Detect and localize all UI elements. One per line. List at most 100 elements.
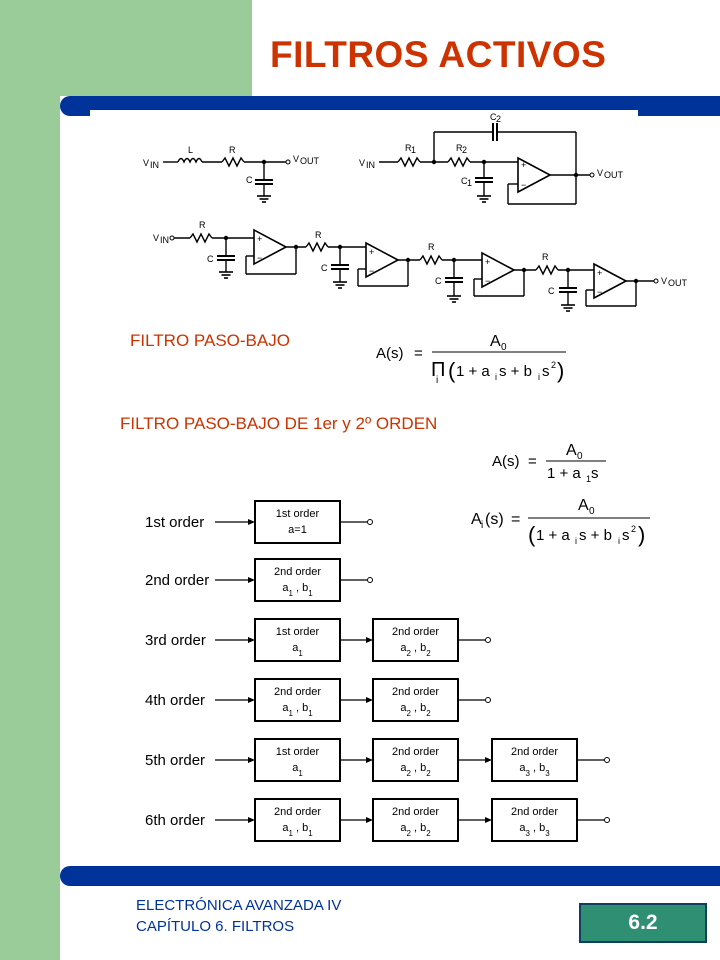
svg-text:C: C [207, 254, 214, 264]
vin-sub: IN [150, 160, 159, 170]
left-sidebar [0, 0, 60, 960]
svg-text:2: 2 [631, 524, 636, 534]
svg-text:Π: Π [431, 359, 445, 381]
svg-text:R: R [315, 230, 322, 240]
ground-symbol [256, 195, 272, 203]
resistor-label: R [229, 145, 236, 155]
r1-sub: 1 [411, 145, 416, 155]
block-type: 2nd order [392, 686, 439, 698]
svg-text:=: = [511, 511, 520, 528]
svg-text:−: − [597, 287, 602, 297]
svg-text:s: s [591, 465, 599, 482]
order-label: 4th order [145, 692, 205, 709]
cascade-row: 1st order 1st order a=1 [145, 500, 373, 544]
capacitor-symbol [254, 179, 274, 185]
r2-label: R [456, 143, 463, 153]
svg-text:1 + a: 1 + a [536, 527, 570, 544]
ground-symbol [476, 195, 492, 203]
svg-text:): ) [557, 358, 564, 383]
svg-text:1 + a: 1 + a [547, 465, 581, 482]
vin-label: V [153, 233, 159, 243]
top-bar-gap [90, 110, 638, 116]
svg-text:A: A [471, 511, 482, 528]
svg-text:−: − [521, 180, 526, 190]
svg-text:C: C [435, 276, 442, 286]
svg-text:a1: a1 [292, 642, 303, 658]
block-type: 2nd order [274, 686, 321, 698]
svg-text:+: + [521, 160, 526, 170]
svg-text:s + b: s + b [499, 363, 532, 380]
page-number-badge: 6.2 [579, 903, 707, 943]
equation-general: A(s) = A 0 Π i ( 1 + a i s + b i s 2 ) [376, 333, 566, 386]
svg-text:a1: a1 [292, 762, 303, 778]
order-label: 6th order [145, 812, 205, 829]
svg-text:(: ( [528, 522, 536, 547]
block-type: 1st order [276, 508, 320, 520]
svg-text:1 + a: 1 + a [456, 363, 490, 380]
svg-text:s + b: s + b [579, 527, 612, 544]
footer-text: ELECTRÓNICA AVANZADA IV CAPÍTULO 6. FILT… [136, 895, 341, 937]
vin-label: V [143, 158, 149, 168]
svg-text:0: 0 [577, 451, 583, 462]
footer-chapter: CAPÍTULO 6. FILTROS [136, 918, 295, 935]
vout-label: V [597, 168, 603, 178]
svg-text:(: ( [448, 358, 456, 383]
bottom-divider-bar [60, 866, 720, 886]
c1-sub: 1 [467, 178, 472, 188]
svg-text:+: + [597, 268, 602, 278]
c1-label: C [461, 176, 468, 186]
order-label: 2nd order [145, 572, 209, 589]
svg-text:(s): (s) [485, 511, 504, 528]
vin-label: V [359, 158, 365, 168]
equation-section: A i (s) = A 0 ( 1 + a i s + b i s 2 ) [471, 497, 650, 547]
cascaded-rc-circuit: V IN R C + − R C + − [153, 220, 688, 312]
block-type: 2nd order [392, 806, 439, 818]
block-type: 2nd order [392, 746, 439, 758]
svg-text:i: i [575, 536, 577, 546]
svg-text:R: R [542, 252, 549, 262]
order-label: 5th order [145, 752, 205, 769]
block-type: 2nd order [274, 566, 321, 578]
svg-text:=: = [528, 453, 537, 470]
svg-text:): ) [638, 522, 645, 547]
svg-text:i: i [495, 372, 497, 382]
svg-text:C: C [548, 286, 555, 296]
svg-text:0: 0 [501, 342, 507, 353]
svg-text:−: − [369, 266, 374, 276]
block-type: 1st order [276, 626, 320, 638]
page-title: FILTROS ACTIVOS [270, 34, 607, 75]
svg-text:0: 0 [589, 506, 595, 517]
svg-text:a=1: a=1 [288, 524, 307, 536]
heading-orders: FILTRO PASO-BAJO DE 1er y 2º ORDEN [120, 414, 438, 433]
r2-sub: 2 [462, 145, 467, 155]
svg-text:i: i [538, 372, 540, 382]
order-label: 3rd order [145, 632, 206, 649]
equation-first-order: A(s) = A 0 1 + a 1 s [492, 442, 606, 484]
vout-sub: OUT [604, 170, 624, 180]
vout-sub: OUT [300, 156, 320, 166]
resistor-r2-symbol [447, 157, 471, 167]
capacitor-c1-symbol [474, 177, 494, 183]
order-label: 1st order [145, 514, 204, 531]
filter-block: 1st order a1 [254, 618, 341, 662]
vout-label: V [293, 154, 299, 164]
inductor-label: L [188, 145, 193, 155]
heading-lowpass: FILTRO PASO-BAJO [130, 331, 290, 350]
c2-sub: 2 [496, 114, 501, 124]
vin-sub: IN [160, 235, 169, 245]
sallen-key-circuit: V IN R 1 R 2 C 1 C 2 + − [359, 112, 624, 205]
svg-text:=: = [414, 345, 423, 362]
